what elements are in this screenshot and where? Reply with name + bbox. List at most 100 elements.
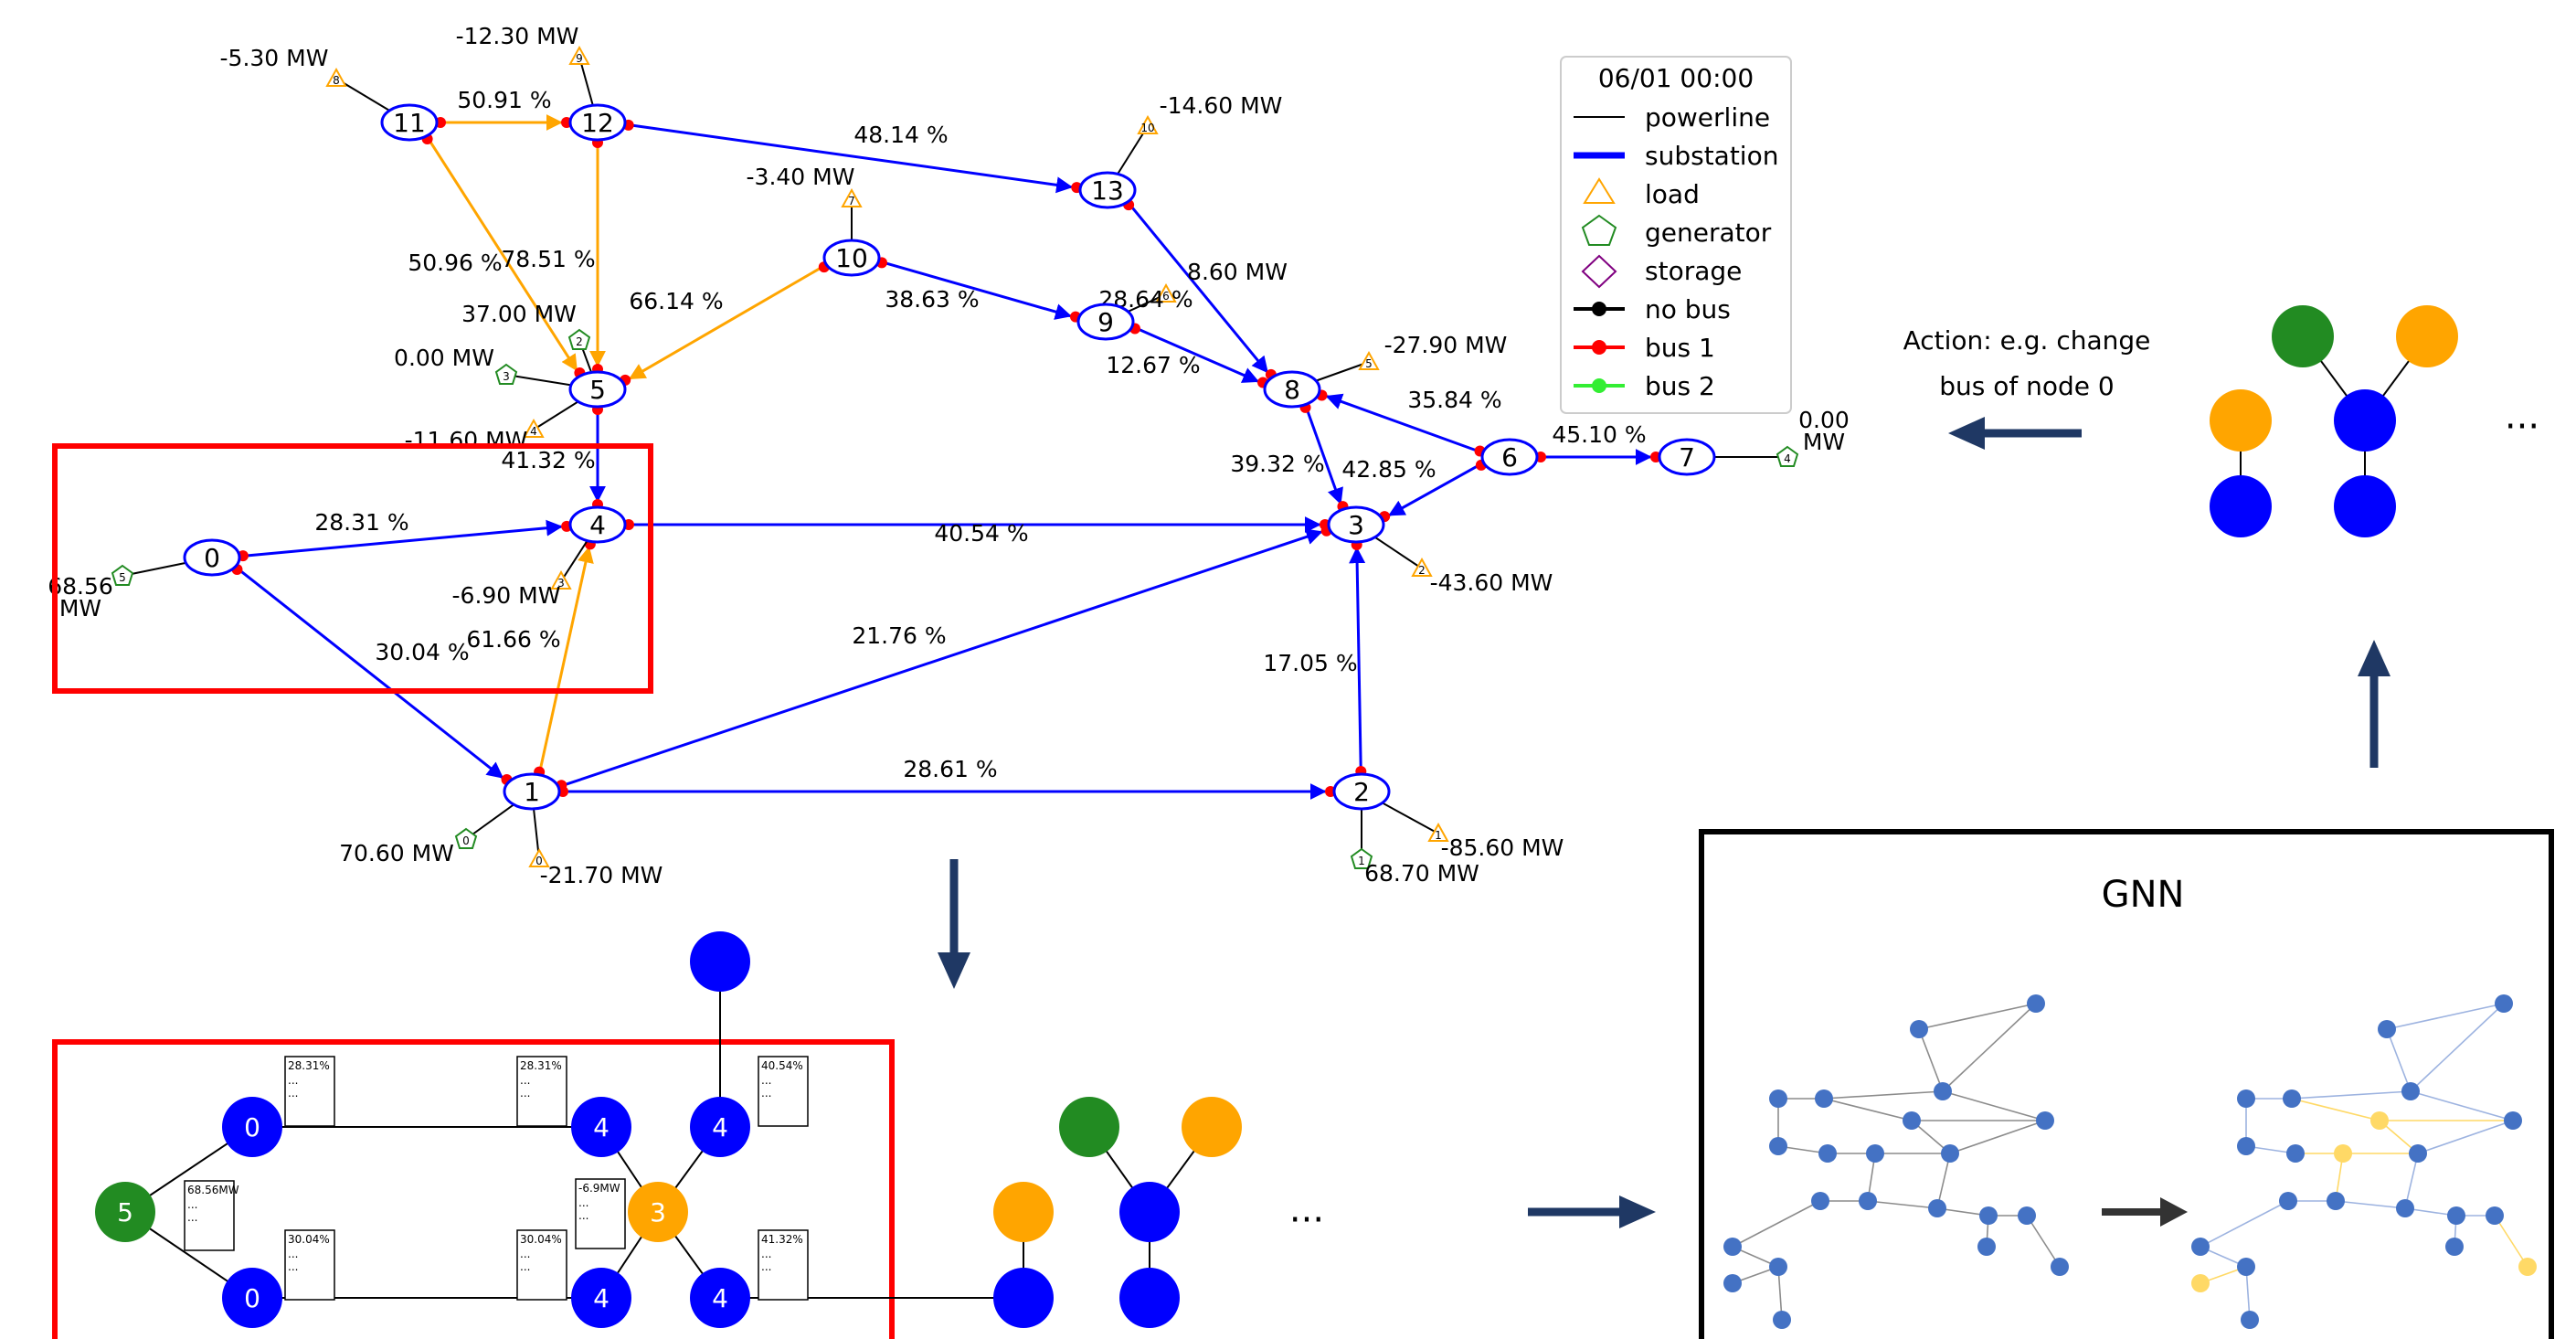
line-flow-label: 28.31 % [314, 509, 408, 536]
substation-12 [568, 103, 627, 142]
line-flow-label: 61.66 % [466, 626, 560, 653]
injection-id: 3 [503, 370, 510, 383]
feature-box [758, 1229, 809, 1301]
gnn-node [1769, 1089, 1787, 1108]
gnn-edge [1918, 1028, 1944, 1092]
gnn-node [2191, 1238, 2210, 1256]
feature-ellipsis: ... [761, 1260, 771, 1273]
substation-9 [1076, 303, 1135, 341]
graph-node-label: 5 [117, 1197, 133, 1227]
mid-graph: ··· [993, 1097, 1324, 1328]
load-icon [1411, 557, 1433, 577]
substation-label: 8 [1284, 375, 1300, 405]
gnn-node [2409, 1144, 2427, 1163]
highlight-box-graph [52, 1039, 895, 1339]
generator-icon [454, 827, 478, 849]
mid-graph-bus-node [1119, 1182, 1180, 1242]
injection-id: 6 [1162, 290, 1170, 303]
generator-icon [1776, 445, 1799, 467]
substation-label: 5 [589, 375, 606, 405]
action-graph-load-node [2210, 389, 2272, 452]
injection-id: 4 [530, 425, 537, 438]
feature-ellipsis: ... [288, 1248, 298, 1260]
gnn-node [1866, 1144, 1884, 1163]
injection-id: 8 [333, 74, 340, 87]
substation-label: 0 [204, 543, 220, 573]
graph-node-label: 3 [650, 1197, 666, 1227]
generator-icon [1581, 214, 1617, 246]
mid-graph-bus-node [993, 1268, 1054, 1328]
injection-label: 0.00 [1798, 407, 1850, 433]
substation-label: 1 [524, 777, 540, 807]
legend-title: 06/01 00:00 [1598, 63, 1754, 93]
injection-label-unit: MW [59, 595, 101, 622]
gnn-edge [1936, 1153, 1951, 1209]
powerline-l8_9 [1138, 327, 1260, 383]
powerline-l3_8 [1305, 409, 1343, 505]
mid-graph-bus-node [1119, 1268, 1180, 1328]
arrow-down-icon [938, 859, 970, 989]
gnn-node [1859, 1192, 1877, 1210]
feature-ellipsis: ... [520, 1087, 530, 1100]
line-flow-label: 28.61 % [903, 756, 997, 782]
gnn-edge [1867, 1200, 1938, 1209]
line-flow-label: 17.05 % [1263, 650, 1357, 676]
substation-3 [1327, 505, 1385, 544]
line-flow-label: 38.63 % [885, 286, 979, 313]
line-flow-label: 35.84 % [1407, 387, 1501, 413]
mid-graph-generator-node [1059, 1097, 1119, 1157]
injection-label: 68.70 MW [1364, 860, 1479, 887]
injection-label: -6.90 MW [452, 582, 561, 609]
gnn-node [1769, 1258, 1787, 1276]
gnn-node [2486, 1206, 2504, 1225]
feature-ellipsis: ... [187, 1211, 197, 1224]
action-text-line1: Action: e.g. change [1903, 325, 2151, 356]
graph-node-label: 4 [593, 1283, 610, 1313]
gnn-node [1934, 1082, 1952, 1100]
graph-node-g4d [690, 1268, 750, 1328]
line-flow-label: 42.85 % [1341, 456, 1436, 483]
line-flow-label: 50.96 % [408, 250, 502, 276]
load-icon [325, 67, 347, 87]
gnn-node [2518, 1258, 2537, 1276]
substation-11 [380, 103, 439, 142]
feature-ellipsis: ... [761, 1074, 771, 1087]
line-flow-label: 50.91 % [457, 87, 551, 113]
injection-id: 4 [1784, 452, 1791, 465]
powerline-l9_10 [885, 261, 1072, 320]
bus-1-icon [1592, 340, 1606, 355]
gnn-node [2396, 1199, 2414, 1217]
gnn-edge [2291, 1098, 2380, 1121]
gnn-edge [2404, 1153, 2419, 1209]
gnn-node [1977, 1238, 1996, 1256]
action-graph-bus-node [2210, 475, 2272, 537]
injection-id: 3 [557, 577, 565, 590]
gnn-node [1928, 1199, 1946, 1217]
feature-value: 28.31% [520, 1059, 562, 1072]
generator-icon [1350, 847, 1373, 869]
load-icon [528, 847, 550, 867]
injection-label: -3.40 MW [747, 164, 855, 190]
injection-id: 7 [848, 195, 855, 207]
substation-label: 9 [1097, 307, 1114, 337]
gnn-arrow-icon [2102, 1197, 2188, 1227]
gnn-node [1818, 1144, 1837, 1163]
graph-node-label: 0 [244, 1283, 260, 1313]
feature-box [284, 1056, 335, 1127]
gnn-edge [1823, 1090, 1944, 1100]
injection-id: 1 [1435, 829, 1442, 842]
action-graph-load-node [2396, 305, 2458, 367]
gnn-node [2237, 1258, 2255, 1276]
feature-value: 30.04% [288, 1233, 330, 1246]
injection-id: 9 [576, 52, 583, 65]
gnn-edge [2410, 1090, 2514, 1121]
gnn-node [2279, 1192, 2297, 1210]
substation-8 [1263, 370, 1321, 409]
injection-label: -5.30 MW [220, 45, 329, 71]
line-flow-label: 48.14 % [853, 122, 948, 148]
substation-6 [1480, 438, 1539, 476]
graph-node-g4c [571, 1268, 631, 1328]
feature-box [516, 1056, 567, 1127]
line-label-group: 28.31 %30.04 %61.66 %21.76 %28.61 %17.05… [314, 87, 1646, 782]
